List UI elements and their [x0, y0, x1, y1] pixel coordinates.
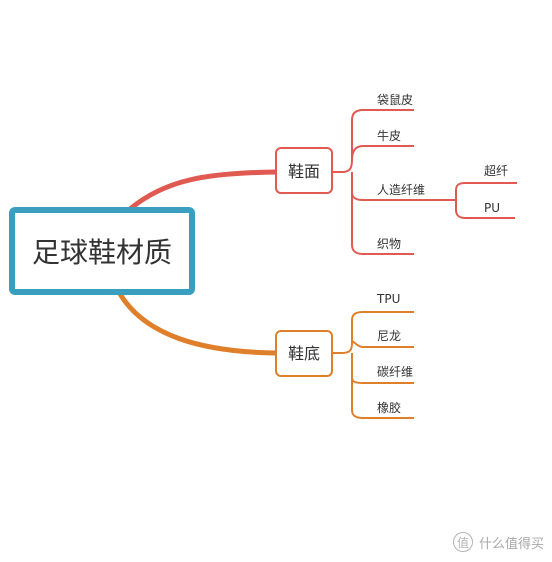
branch-label-lower: 鞋底	[288, 344, 320, 363]
branch-label-upper: 鞋面	[288, 162, 320, 181]
leaf-lower-1[interactable]: TPU	[376, 292, 400, 306]
leaf-lower-2[interactable]: 尼龙	[377, 329, 401, 343]
leaf-sub-2[interactable]: PU	[484, 201, 500, 215]
bracket-upper	[332, 109, 456, 255]
leaf-upper-1[interactable]: 袋鼠皮	[377, 93, 413, 107]
watermark: 值 什么值得买	[452, 532, 544, 552]
connector-root-lower	[117, 291, 279, 356]
bracket-subchildren	[455, 182, 517, 219]
leaf-upper-3[interactable]: 人造纤维	[377, 183, 425, 197]
value-icon: 值	[452, 532, 473, 552]
leaf-lower-3[interactable]: 碳纤维	[377, 365, 413, 379]
leaf-upper-4[interactable]: 织物	[377, 237, 401, 251]
leaf-lower-4[interactable]: 橡胶	[377, 400, 401, 415]
bracket-lower	[332, 311, 414, 419]
watermark-text: 什么值得买	[478, 536, 544, 552]
leaf-upper-2[interactable]: 牛皮	[377, 128, 401, 143]
connector-root-upper	[127, 169, 279, 212]
leaf-sub-1[interactable]: 超纤	[484, 163, 508, 178]
branch-node-upper[interactable]	[275, 147, 333, 194]
root-label: 足球鞋材质	[32, 236, 172, 269]
root-node[interactable]	[9, 207, 195, 295]
